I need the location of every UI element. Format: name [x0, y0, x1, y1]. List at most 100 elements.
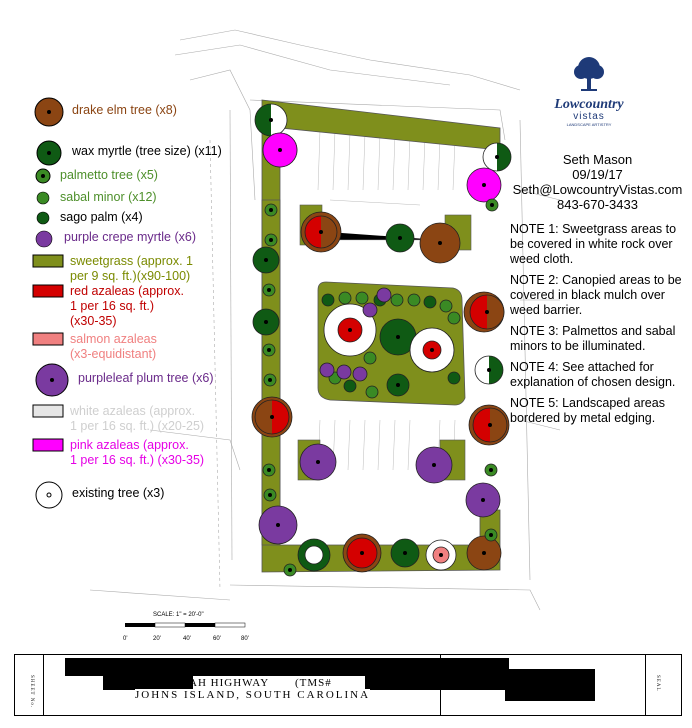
legend-item-salmon-azalea: salmon azaleas(x3-equidistant): [32, 332, 157, 362]
red-azalea-outline-center: [360, 551, 364, 555]
wax-myrtle-white-outline: [474, 355, 504, 385]
crepe-myrtle: [319, 362, 335, 378]
legend-label-line: sweetgrass (approx. 1: [70, 254, 193, 268]
crepe-myrtle: [352, 366, 368, 382]
red-azalea-elm-left: [473, 408, 490, 442]
legend-item-drake-elm: drake elm tree (x8): [32, 96, 177, 128]
tms-number: (TMS#: [295, 677, 332, 689]
legend-item-crepe: purple crepe myrtle (x6): [32, 230, 196, 248]
title-block: SHEET No. SAVANNAH HIGHWAY (TMS# JOHNS I…: [14, 654, 682, 716]
legend-label-line: red azaleas (approx.: [70, 284, 184, 298]
drake-elm-center: [482, 551, 486, 555]
legend-item-wax-myrtle: wax myrtle (tree size) (x11): [32, 140, 222, 166]
drake-elm-swatch-icon: [34, 97, 64, 127]
legend-item-existing: existing tree (x3): [32, 480, 164, 510]
scale-tick: 20': [153, 636, 161, 642]
palmetto-center: [269, 238, 273, 242]
red-azalea-left: [347, 538, 362, 568]
wax-myrtle-center: [398, 236, 402, 240]
drake-elm-center: [438, 241, 442, 245]
wax-myrtle-white-right: [497, 143, 511, 171]
palmetto-center: [268, 493, 272, 497]
sabal-minor: [365, 385, 379, 399]
legend-item-plum: purpleleaf plum tree (x6): [32, 362, 213, 398]
wax-myrtle-swatch-icon: [36, 140, 62, 166]
wax-myrtle-white-right: [489, 356, 503, 384]
palmetto-center: [489, 533, 493, 537]
legend-label: existing tree (x3): [72, 485, 165, 500]
salmon-azalea-center: [439, 553, 443, 557]
legend-item-red-azalea: red azaleas (approx.1 per 16 sq. ft.)(x3…: [32, 284, 184, 329]
note-2: NOTE 2: Canopied areas to be covered in …: [510, 273, 682, 317]
red-azalea-elm-outline: [254, 399, 290, 435]
wax-myrtle-white-left: [475, 356, 489, 384]
pink-bed-center: [482, 183, 486, 187]
palmetto-center: [288, 568, 292, 572]
red-azalea-elm-outline: [304, 215, 338, 249]
sabal-minor: [343, 379, 357, 393]
legend-label: pink azaleas (approx.1 per 16 sq. ft.) (…: [70, 438, 204, 468]
pink-bed-center: [278, 148, 282, 152]
scale-graphic: [125, 622, 246, 628]
existing-swatch-icon: [35, 481, 63, 509]
scale-tick: 0': [123, 636, 128, 642]
white-azalea: [304, 545, 324, 565]
road-name: SAVANNAH HIGHWAY: [140, 677, 270, 689]
legend-label-line: (x30-35): [70, 314, 117, 328]
sabal-minor: [407, 293, 421, 307]
seal-label: SEAL: [655, 675, 660, 692]
legend-label-line: 1 per 16 sq. ft.) (x30-35): [70, 453, 205, 467]
redacted-block: [505, 669, 595, 701]
red-azalea-swatch-icon: [32, 284, 64, 298]
red-azalea-elm-left: [305, 216, 321, 248]
legend-label: wax myrtle (tree size) (x11): [72, 143, 222, 158]
palmetto-center: [267, 288, 271, 292]
sabal-minor: [355, 291, 369, 305]
designer-email[interactable]: Seth@LowcountryVistas.com: [512, 182, 683, 197]
legend-label: sabal minor (x12): [60, 190, 157, 204]
palmetto-swatch-icon: [35, 168, 51, 184]
wax-myrtle-white-outline-center: [269, 118, 273, 122]
red-azalea-elm-outline: [469, 294, 505, 330]
wax-myrtle-white-right: [271, 104, 287, 136]
wax-myrtle-white-outline-center: [487, 368, 491, 372]
plan-date: 09/19/17: [572, 167, 623, 182]
wax-myrtle-white-left: [255, 104, 271, 136]
wax-myrtle-white-left: [483, 143, 497, 171]
wax-myrtle-center: [396, 383, 400, 387]
palmetto-center: [490, 203, 494, 207]
legend-label-line: pink azaleas (approx.: [70, 438, 189, 452]
palmetto-center: [268, 378, 272, 382]
sabal-minor: [363, 351, 377, 365]
sabal-minor: [439, 299, 453, 313]
legend-item-pink-azalea: pink azaleas (approx.1 per 16 sq. ft.) (…: [32, 438, 204, 468]
plum-swatch-icon: [35, 363, 69, 397]
background-survey-lines: [89, 29, 561, 611]
legend-label-line: (x3-equidistant): [70, 347, 157, 361]
crepe-myrtle: [362, 302, 378, 318]
company-logo: Lowcountry vistas LANDSCAPE ARTISTRY: [553, 55, 625, 128]
legend-label: purple crepe myrtle (x6): [64, 230, 196, 244]
sago-swatch-icon: [36, 211, 50, 225]
pink-azalea-swatch-icon: [32, 438, 64, 452]
legend-label-line: per 9 sq. ft.)(x90-100): [70, 269, 191, 283]
red-azalea-right: [362, 538, 377, 568]
sheet-number-label: SHEET No.: [29, 675, 34, 709]
logo-tagline: LANDSCAPE ARTISTRY: [566, 122, 612, 127]
sabal-minor: [338, 291, 352, 305]
red-azalea-elm-right: [321, 216, 337, 248]
designer-phone: 843-670-3433: [557, 197, 638, 212]
red-azalea-elm-right: [487, 295, 504, 329]
note-1: NOTE 1: Sweetgrass areas to be covered i…: [510, 222, 677, 266]
legend-label: salmon azaleas(x3-equidistant): [70, 332, 157, 362]
red-azalea-elm-left: [255, 400, 272, 434]
note-3: NOTE 3: Palmettos and sabal minors to be…: [510, 324, 676, 353]
tree-logo-icon: [574, 57, 604, 91]
wax-myrtle-center: [396, 335, 400, 339]
purple-plum-center: [481, 498, 485, 502]
crepe-myrtle: [336, 364, 352, 380]
red-azalea-elm-outline-center: [270, 415, 274, 419]
